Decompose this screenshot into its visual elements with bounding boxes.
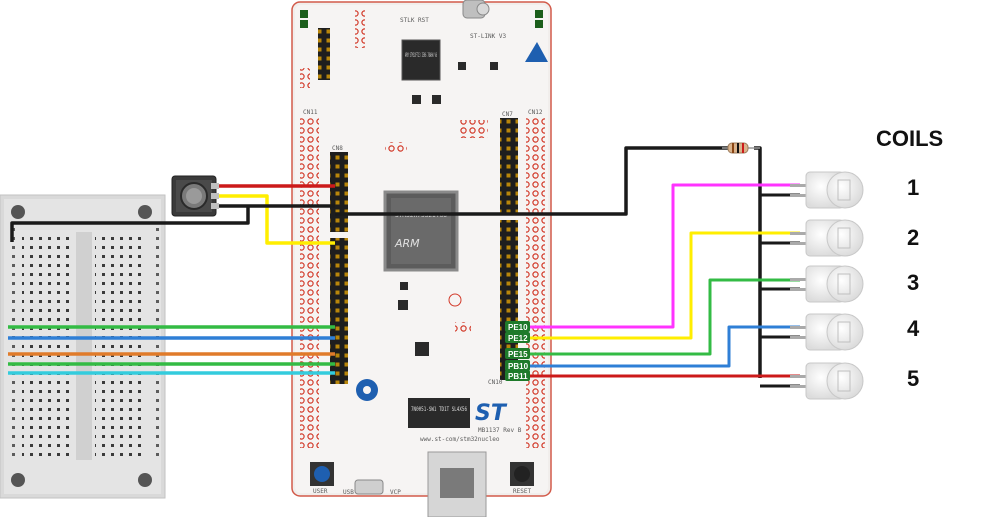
nucleo-board: STLK RST ST-LINK V3 ARM STM32F723 IEK6 7… (291, 0, 552, 517)
reset-button-label: RESET (513, 488, 531, 495)
wire-pe15-coil3 (530, 278, 800, 356)
board-model: MB1137 Rev B (478, 427, 522, 434)
coil-number-5: 5 (907, 366, 919, 391)
usb-label: USB (343, 489, 354, 496)
svg-text:PE15: PE15 (508, 350, 528, 359)
resistor (722, 142, 760, 154)
coils-title: COILS (876, 126, 943, 151)
svg-text:PB11: PB11 (508, 372, 528, 381)
cn12-label: CN12 (528, 109, 543, 116)
pin-label-pe15: PE15 (505, 348, 530, 359)
potentiometer[interactable] (171, 175, 219, 217)
cn11-header (300, 118, 319, 448)
coils (790, 171, 864, 400)
coil-number-3: 3 (907, 270, 919, 295)
coil-led-5 (790, 362, 864, 400)
breadboard (0, 194, 166, 499)
cn7-label: CN7 (502, 111, 513, 118)
wire-pb10-coil4 (530, 325, 800, 368)
st-logo-icon (525, 42, 548, 62)
wire-pe12-coil2 (530, 231, 800, 340)
coil-led-1 (790, 171, 864, 209)
st-community-logo-icon (356, 379, 378, 401)
coil-number-4: 4 (907, 316, 920, 341)
svg-text:PE12: PE12 (508, 334, 528, 343)
coil-led-2 (790, 219, 864, 257)
st-brand-logo: ST (475, 401, 508, 426)
wire-yellow-pot-a0 (215, 194, 335, 245)
arm-logo: ARM (394, 237, 420, 250)
mount-hole (138, 205, 152, 219)
stlink-version: ST-LINK V3 (470, 33, 507, 40)
cn10-label: CN10 (488, 379, 503, 386)
cn8-header (330, 152, 348, 232)
cn12-header (526, 118, 545, 448)
mount-hole (138, 473, 152, 487)
coil-led-4 (790, 313, 864, 351)
coil-number-1: 1 (907, 175, 919, 200)
wire-black-breadboard-gnd (10, 206, 250, 242)
wires (8, 146, 800, 388)
stlink-title: STLK RST (400, 17, 429, 24)
mount-hole (11, 205, 25, 219)
user-button-label: USER (313, 488, 328, 495)
stlink-chip (401, 39, 441, 81)
coil-number-2: 2 (907, 225, 919, 250)
bottom-chip (408, 398, 470, 428)
cn11-label: CN11 (303, 109, 318, 116)
board-url: www.st-com/stm32nucleo (420, 436, 500, 443)
cn9-header (330, 238, 348, 384)
svg-text:PB10: PB10 (508, 362, 529, 371)
mount-hole (11, 473, 25, 487)
vcp-label: VCP (390, 489, 401, 496)
svg-text:PE10: PE10 (508, 323, 528, 332)
bottom-chip-label: 7N0051-SW1 TD1T SL4X56 (411, 406, 467, 413)
pin-label-pe12: PE12 (505, 332, 530, 343)
wire-black-gnd-common (335, 146, 730, 216)
cn7-header (500, 118, 518, 213)
stlink-chip-label: ARM STM32F723 IEK6 7BA6W V6 (405, 52, 437, 59)
wire-black-coil-bus (754, 146, 762, 378)
usb-port[interactable] (354, 479, 384, 495)
pin-label-pe10: PE10 (505, 321, 530, 332)
coil-led-3 (790, 265, 864, 303)
pin-label-pb11: PB11 (505, 370, 530, 381)
cn8-label: CN8 (332, 145, 343, 152)
wire-pe10-coil1 (530, 183, 800, 329)
pin-label-pb10: PB10 (505, 360, 530, 371)
